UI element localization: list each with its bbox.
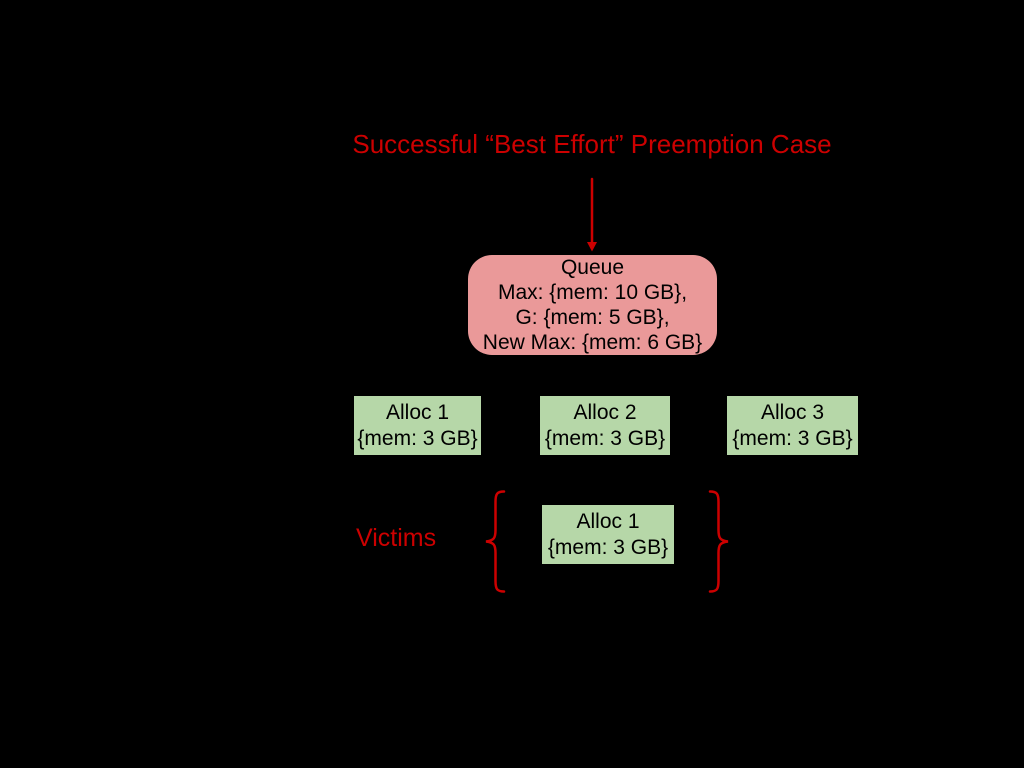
- alloc-node-1: Alloc 1 {mem: 3 GB}: [354, 396, 481, 455]
- victims-label: Victims: [356, 524, 437, 552]
- queue-node-guaranteed: G: {mem: 5 GB},: [515, 306, 670, 329]
- queue-node-title: Queue: [560, 256, 625, 279]
- victim-node-detail: {mem: 3 GB}: [547, 535, 669, 559]
- queue-node: Queue Max: {mem: 10 GB}, G: {mem: 5 GB},…: [468, 255, 717, 355]
- victim-node: Alloc 1 {mem: 3 GB}: [542, 505, 674, 564]
- queue-node-new-max: New Max: {mem: 6 GB}: [482, 331, 703, 354]
- right-brace-icon: [708, 490, 729, 593]
- alloc-node-3-title: Alloc 3: [760, 400, 825, 424]
- alloc-node-3-detail: {mem: 3 GB}: [732, 426, 853, 450]
- alloc-node-2-title: Alloc 2: [573, 400, 637, 424]
- victim-node-title: Alloc 1: [576, 509, 640, 533]
- diagram-title: Successful “Best Effort” Preemption Case: [352, 129, 832, 159]
- queue-node-max: Max: {mem: 10 GB},: [497, 281, 688, 304]
- left-brace-icon: [485, 490, 506, 593]
- alloc-node-2: Alloc 2 {mem: 3 GB}: [540, 396, 670, 455]
- down-arrow-icon: [587, 177, 597, 252]
- alloc-node-2-detail: {mem: 3 GB}: [544, 426, 666, 450]
- alloc-node-1-detail: {mem: 3 GB}: [357, 426, 478, 450]
- alloc-node-1-title: Alloc 1: [385, 400, 450, 424]
- alloc-node-3: Alloc 3 {mem: 3 GB}: [727, 396, 858, 455]
